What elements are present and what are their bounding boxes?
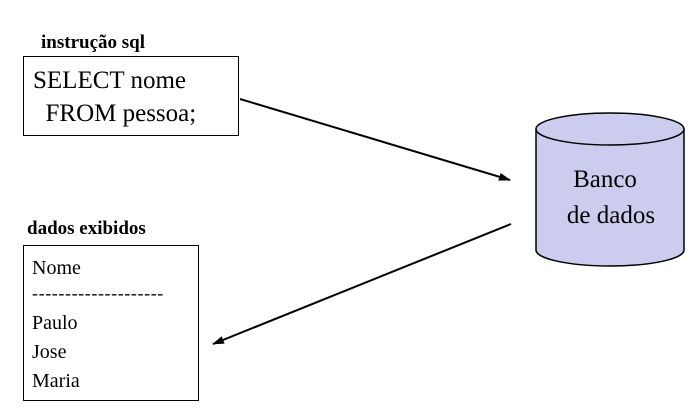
result-header: Nome — [32, 257, 81, 279]
result-row-paulo: Paulo — [32, 312, 78, 334]
arrow-query-to-database — [239, 98, 511, 181]
result-row-maria: Maria — [32, 370, 80, 392]
database-label-line2: de dados — [566, 202, 656, 229]
sql-line-select: SELECT nome — [33, 67, 187, 94]
sql-label: instrução sql — [41, 32, 145, 53]
arrow-database-to-result — [212, 223, 512, 345]
sql-statement-box: SELECT nome FROM pessoa; — [23, 56, 239, 136]
result-label: dados exibidos — [27, 218, 146, 239]
result-separator: -------------------- — [32, 283, 164, 303]
result-box: Nome -------------------- Paulo Jose Mar… — [23, 245, 199, 401]
database-label-line1: Banco — [573, 166, 637, 193]
sql-line-from: FROM pessoa; — [33, 100, 197, 127]
database-cylinder-icon — [535, 112, 685, 267]
result-row-jose: Jose — [32, 341, 67, 363]
